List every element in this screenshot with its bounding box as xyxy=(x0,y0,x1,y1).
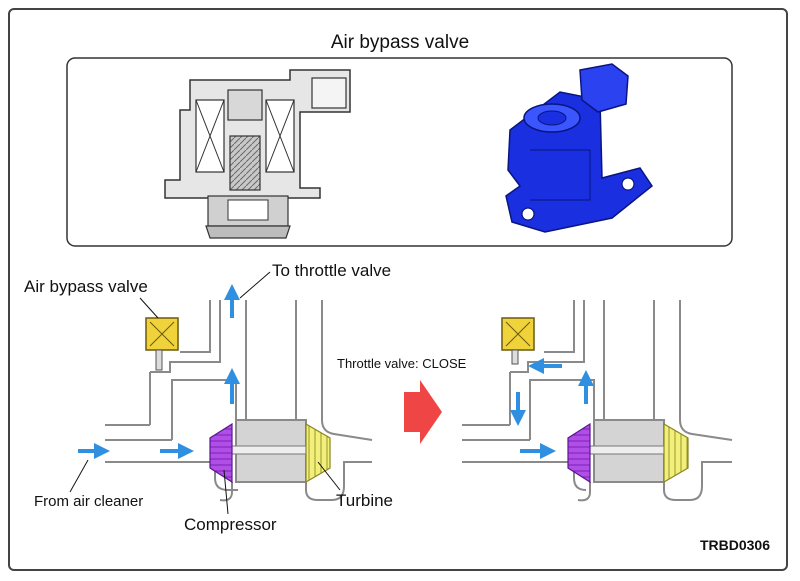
label-throttle-close: Throttle valve: CLOSE xyxy=(337,356,467,371)
top-title: Air bypass valve xyxy=(331,32,469,53)
label-from-air-cleaner: From air cleaner xyxy=(34,493,143,510)
valve-3d-illustration xyxy=(505,63,654,233)
turbine-wheel xyxy=(305,422,331,484)
compressor-wheel-closed xyxy=(567,422,591,484)
compressor-wheel xyxy=(209,422,233,484)
valve-image-panel xyxy=(66,57,733,247)
label-turbine: Turbine xyxy=(336,491,393,510)
label-to-throttle-valve: To throttle valve xyxy=(272,261,391,280)
label-air-bypass-valve: Air bypass valve xyxy=(24,277,148,296)
figure-code: TRBD0306 xyxy=(700,537,770,553)
label-compressor: Compressor xyxy=(184,515,277,534)
left-schematic xyxy=(105,300,373,502)
right-schematic xyxy=(462,300,733,502)
red-right-arrow-icon xyxy=(404,380,442,444)
valve-cutaway-illustration xyxy=(164,69,351,239)
turbine-wheel-closed xyxy=(663,422,689,484)
